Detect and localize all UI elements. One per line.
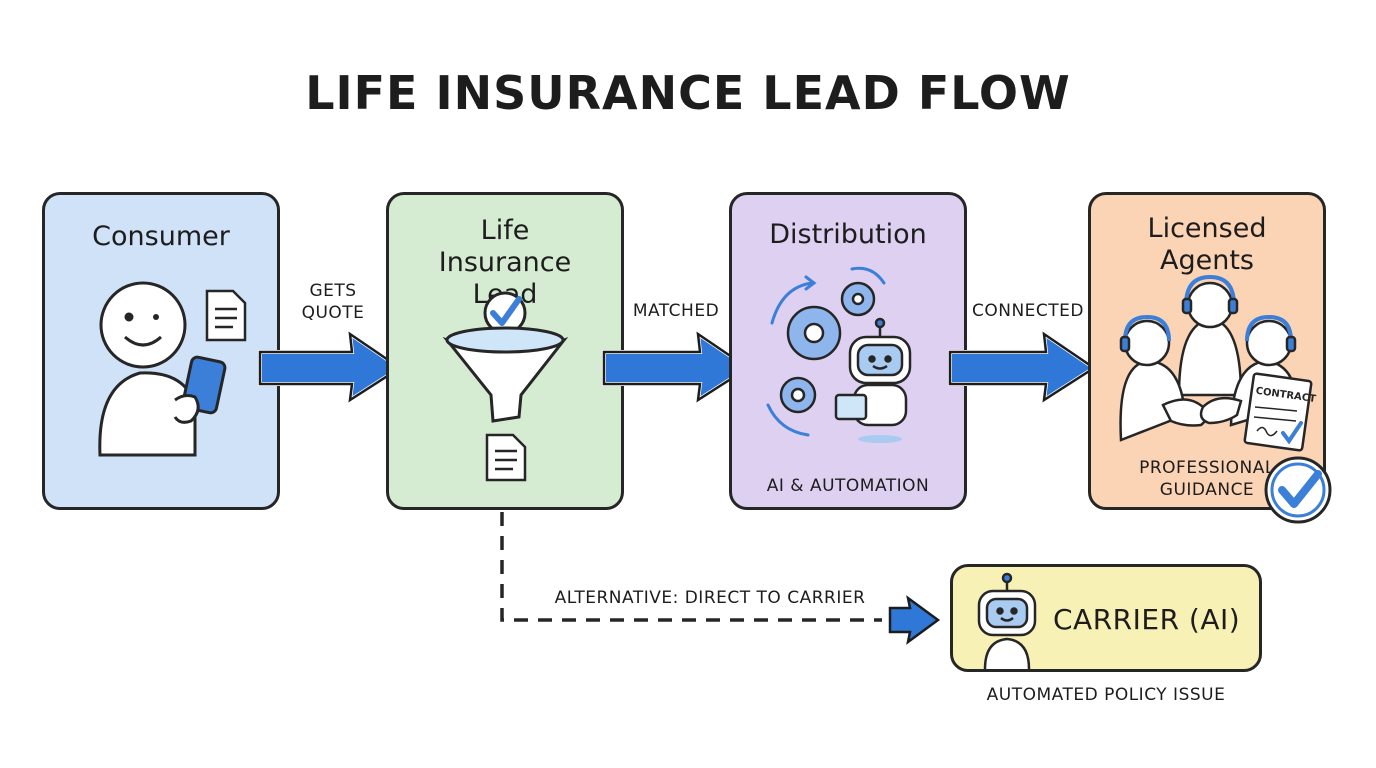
person-with-phone-illustration [98, 281, 247, 457]
edge-label-connected: CONNECTED [971, 301, 1084, 321]
document-icon [205, 289, 247, 342]
distribution-box: Distribution AI & AUTO [729, 192, 967, 510]
robot-icon [977, 572, 1037, 670]
agents-illustration: CONTRACT [1119, 274, 1317, 452]
robot-icon [834, 317, 912, 443]
arrow-consumer-to-lead [258, 329, 404, 404]
handshake-icon [1161, 396, 1243, 427]
carrier-title: CARRIER (AI) [1053, 603, 1241, 636]
carrier-caption: AUTOMATED POLICY ISSUE [986, 685, 1226, 705]
licensed-agents-box: Licensed Agents CONTRACT [1088, 192, 1326, 510]
arrow-lead-to-distribution [602, 329, 752, 404]
licensed-agents-title: Licensed Agents [1147, 213, 1267, 276]
consumer-title: Consumer [92, 221, 230, 252]
headset-agent-icon [1119, 274, 1299, 442]
person-icon [98, 281, 197, 457]
edge-label-gets-quote: GETS QUOTE [301, 281, 365, 323]
checkmark-badge-icon [1264, 456, 1332, 524]
smartphone-icon [173, 355, 227, 424]
funnel-illustration [442, 291, 569, 482]
distribution-title: Distribution [769, 219, 927, 250]
lead-box: Life Insurance Lead [386, 192, 624, 510]
alternative-label: ALTERNATIVE: DIRECT TO CARRIER [554, 588, 866, 608]
carrier-box: CARRIER (AI) [950, 564, 1262, 672]
licensed-agents-caption: PROFESSIONAL GUIDANCE [1139, 458, 1275, 500]
gear-icon [779, 281, 876, 414]
alternative-dashed-path [500, 512, 941, 645]
document-icon [485, 433, 527, 482]
contract-icon: CONTRACT [1243, 372, 1317, 452]
diagram-title: LIFE INSURANCE LEAD FLOW [305, 66, 1071, 120]
lead-title: Life Insurance Lead [438, 215, 572, 310]
funnel-icon [442, 326, 569, 423]
checkmark-icon [483, 291, 527, 335]
automation-illustration [766, 266, 912, 443]
cycle-arrows-icon [766, 266, 886, 437]
edge-label-matched: MATCHED [632, 301, 720, 321]
arrow-distribution-to-agents [948, 329, 1098, 404]
distribution-caption: AI & AUTOMATION [766, 476, 930, 496]
consumer-box: Consumer [42, 192, 280, 510]
